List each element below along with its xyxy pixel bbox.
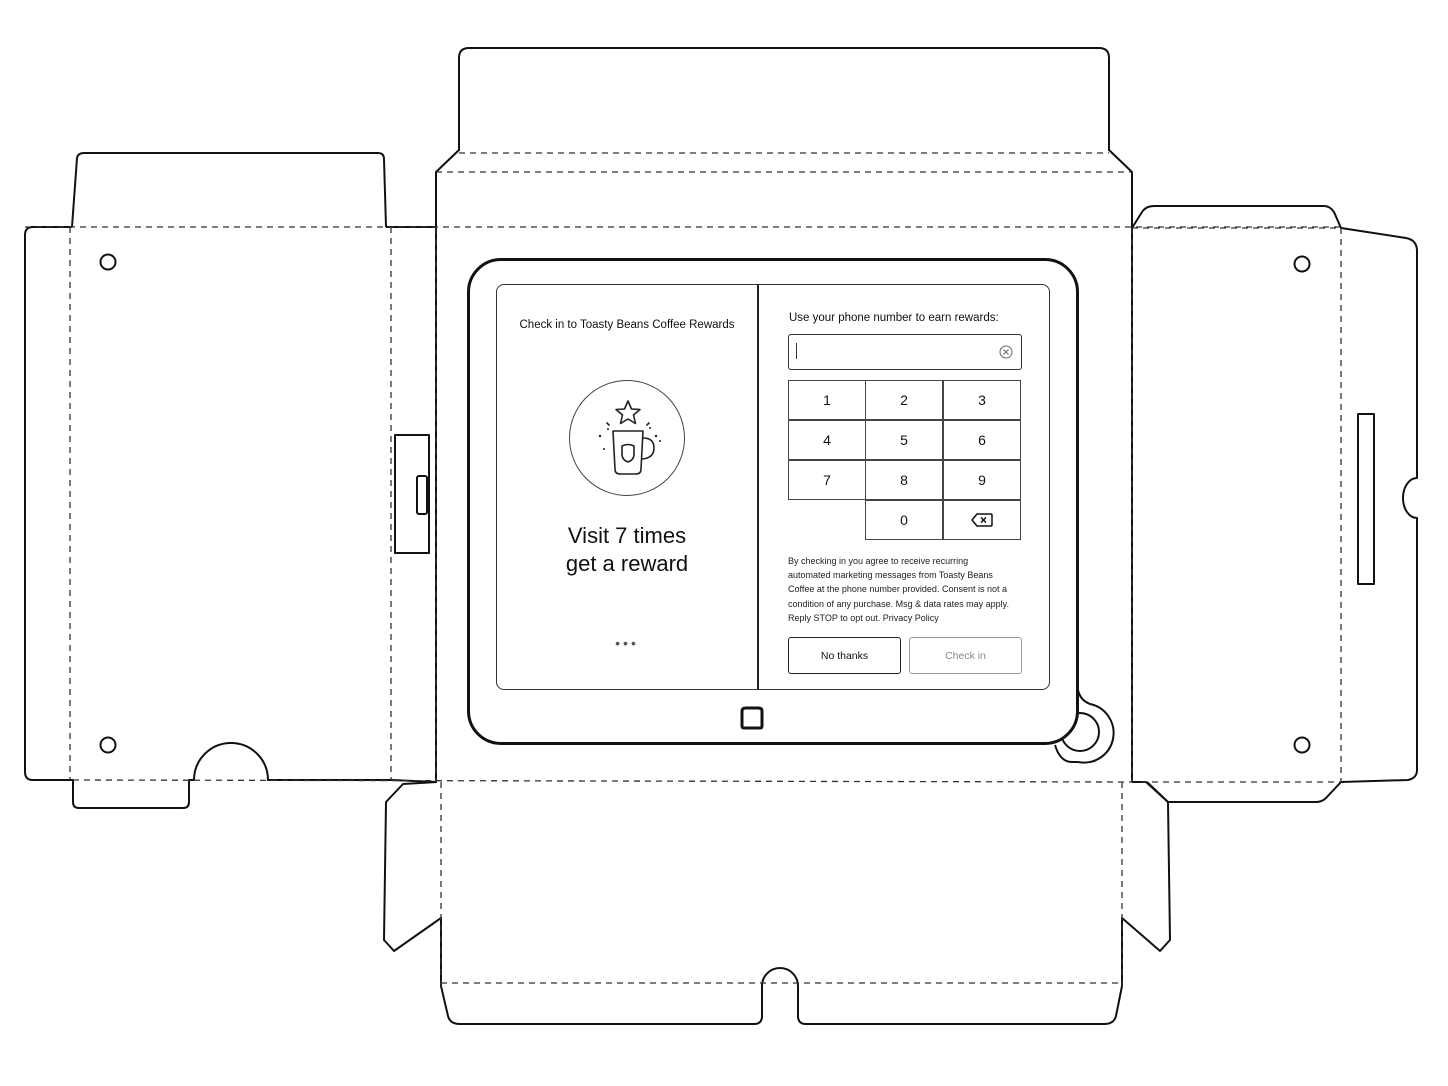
- key-5[interactable]: 5: [865, 420, 943, 460]
- key-6[interactable]: 6: [943, 420, 1021, 460]
- checkin-title: Check in to Toasty Beans Coffee Rewards: [519, 319, 735, 331]
- hole: [1293, 255, 1311, 273]
- key-9[interactable]: 9: [943, 460, 1021, 500]
- key-3[interactable]: 3: [943, 380, 1021, 420]
- right-side-panel: [1131, 205, 1418, 803]
- reward-headline: Visit 7 times get a reward: [497, 522, 757, 578]
- carousel-dots[interactable]: •••: [615, 635, 639, 651]
- check-in-button[interactable]: Check in: [909, 637, 1022, 674]
- camera-bump: [1054, 689, 1115, 764]
- key-0[interactable]: 0: [865, 500, 943, 540]
- bottom-flap: [383, 781, 1171, 1025]
- key-2[interactable]: 2: [865, 380, 943, 420]
- backspace-icon: [971, 513, 993, 527]
- numeric-keypad: 1 2 3 4 5 6 7 8 9 0: [788, 380, 1022, 543]
- key-1[interactable]: 1: [788, 380, 866, 420]
- no-thanks-button[interactable]: No thanks: [788, 637, 901, 674]
- tablet-screen: Check in to Toasty Beans Coffee Rewards: [496, 284, 1050, 690]
- key-7[interactable]: 7: [788, 460, 866, 500]
- left-top-tuck-flap: [71, 152, 387, 228]
- backspace-button[interactable]: [943, 500, 1021, 540]
- hole: [99, 253, 117, 271]
- side-slot: [1357, 413, 1375, 585]
- top-flap: [435, 47, 1133, 228]
- key-8[interactable]: 8: [865, 460, 943, 500]
- fold-line: [72, 779, 1133, 783]
- left-side-panel: [24, 226, 392, 809]
- privacy-policy-link[interactable]: Privacy Policy: [882, 612, 939, 623]
- checkin-form-panel: Use your phone number to earn rewards: 1…: [759, 285, 1049, 689]
- consent-body: By checking in you agree to receive recu…: [788, 556, 1009, 623]
- hole: [1293, 736, 1311, 754]
- text-cursor: [796, 343, 797, 359]
- clip-slot: [394, 434, 430, 554]
- consent-text: By checking in you agree to receive recu…: [788, 554, 1013, 625]
- phone-prompt: Use your phone number to earn rewards:: [789, 312, 999, 324]
- rewards-promo-panel: Check in to Toasty Beans Coffee Rewards: [497, 285, 759, 689]
- phone-number-input[interactable]: [788, 334, 1022, 370]
- hole: [99, 736, 117, 754]
- headline-line-2: get a reward: [565, 551, 689, 576]
- headline-line-1: Visit 7 times: [567, 523, 687, 548]
- clear-circle-icon[interactable]: [999, 345, 1013, 359]
- key-4[interactable]: 4: [788, 420, 866, 460]
- coffee-cup-star-icon: [569, 380, 685, 496]
- home-button-icon[interactable]: [738, 705, 766, 731]
